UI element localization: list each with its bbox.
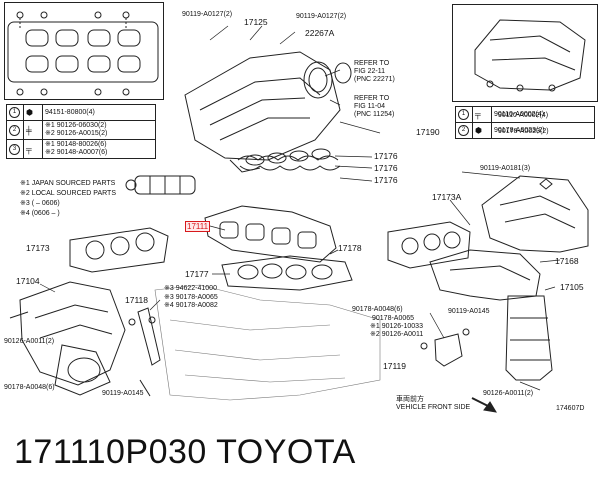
note-line: ※3 ( – 0606) — [20, 200, 60, 207]
part-label: 90126-A0011(2) — [4, 338, 55, 345]
part-label: ※4 90178-A0082 — [164, 302, 218, 309]
note-line: ※2 LOCAL SOURCED PARTS — [20, 190, 116, 197]
part-label: 90119-A0181(3) — [480, 165, 531, 172]
part-label: 17176 — [374, 151, 398, 161]
note-line: ※4 (0606 – ) — [20, 210, 60, 217]
stud-icon: ╪ — [26, 125, 32, 135]
inset-frame-right — [452, 4, 598, 102]
exhaust-manifold-left — [9, 281, 126, 396]
part-label: 17176 — [374, 175, 398, 185]
vehicle-front-label-jp: 車両前方 — [396, 396, 424, 403]
bracket-17118 — [128, 307, 161, 397]
exhaust-gasket-right — [387, 221, 471, 269]
sensor-stud — [125, 175, 196, 195]
right-fastener-table: 1 ╤ 90110-A0002(4) 2 ⬢ 90178-A0023(2) — [455, 106, 595, 139]
part-label: 17178 — [338, 243, 362, 253]
part-label: ※3 94622-41000 — [164, 285, 217, 292]
part-label: ※3 90178-A0065 — [164, 294, 218, 301]
table-row: 2 ╪ ※1 90126-06030(2) ※2 90126-A0015(2) — [6, 120, 156, 140]
part-label: 90119-A0127(2) — [296, 13, 347, 20]
part-label: 17190 — [416, 127, 440, 137]
part-label: 17125 — [244, 17, 268, 27]
part-label: ※2 90126-A0011 — [370, 331, 424, 338]
left-fastener-table: 1 ⬢ 94151-80800(4) 2 ╪ ※1 90126-06030(2)… — [6, 104, 156, 159]
part-label: 90119-A0145 — [448, 308, 490, 315]
part-label: 17118 — [125, 295, 149, 305]
exhaust-manifold-right — [429, 249, 553, 381]
part-label: 90178-A0048(6) — [4, 384, 55, 391]
diagram-id: 174607D — [556, 405, 585, 412]
plenum-gaskets — [237, 148, 341, 171]
lower-intake-manifold — [204, 205, 337, 263]
part-label: 17176 — [374, 163, 398, 173]
nut-icon: ⬢ — [475, 126, 482, 135]
table-row: 3 ╤ ※1 90148-80026(6) ※2 90148-A0007(6) — [6, 139, 156, 159]
table-row: 1 ╤ 90110-A0002(4) — [455, 106, 595, 123]
bolt-icon: ╤ — [26, 144, 32, 154]
vehicle-front-label: VEHICLE FRONT SIDE — [396, 404, 471, 411]
leader-lines — [39, 25, 561, 391]
part-label: 17104 — [16, 276, 40, 286]
bracket-17119 — [420, 328, 470, 367]
exhaust-gasket-left — [69, 227, 169, 273]
reference-note: REFER TO FIG 11-04 (PNC 11254) — [354, 95, 395, 118]
part-label: 17168 — [555, 256, 579, 266]
vehicle-front-arrow — [471, 397, 497, 413]
table-row: 2 ⬢ 90178-A0023(2) — [455, 122, 595, 139]
part-label: 22267A — [305, 28, 335, 38]
inset-right-cover — [474, 19, 586, 92]
part-label: 90110-A0002(4) — [498, 112, 549, 119]
part-label: 90178-A0048(6) — [352, 306, 403, 313]
part-label: 17119 — [383, 361, 407, 371]
part-number-caption: 171110P030 TOYOTA — [14, 433, 356, 471]
table-row: 1 ⬢ 94151-80800(4) — [6, 104, 156, 121]
inset-intake-gasket — [7, 11, 159, 96]
part-label: 90119-A0145 — [102, 390, 144, 397]
highlighted-part-label: 17111 — [185, 221, 211, 232]
note-line: ※1 JAPAN SOURCED PARTS — [20, 180, 116, 187]
engine-outline — [154, 284, 381, 401]
part-label: 90178-A0065 — [372, 315, 415, 322]
part-label: 90119-A0127(2) — [182, 11, 233, 18]
manifold-gasket — [221, 255, 353, 291]
nut-icon: ⬢ — [26, 108, 33, 117]
part-label: ※1 90126-10033 — [370, 323, 423, 330]
part-label: 90178-A0023(2) — [498, 128, 549, 135]
intake-plenum — [184, 51, 352, 173]
part-label: 17173 — [26, 243, 50, 253]
bolt-icon: ╤ — [475, 110, 481, 119]
part-label: 17105 — [560, 282, 584, 292]
reference-note: REFER TO FIG 22-11 (PNC 22271) — [354, 60, 395, 83]
heat-shield — [481, 175, 589, 253]
inset-frame-left — [4, 2, 164, 100]
part-label: 90126-A0011(2) — [483, 390, 534, 397]
part-label: 17177 — [185, 269, 209, 279]
part-label: 17173A — [432, 192, 462, 202]
